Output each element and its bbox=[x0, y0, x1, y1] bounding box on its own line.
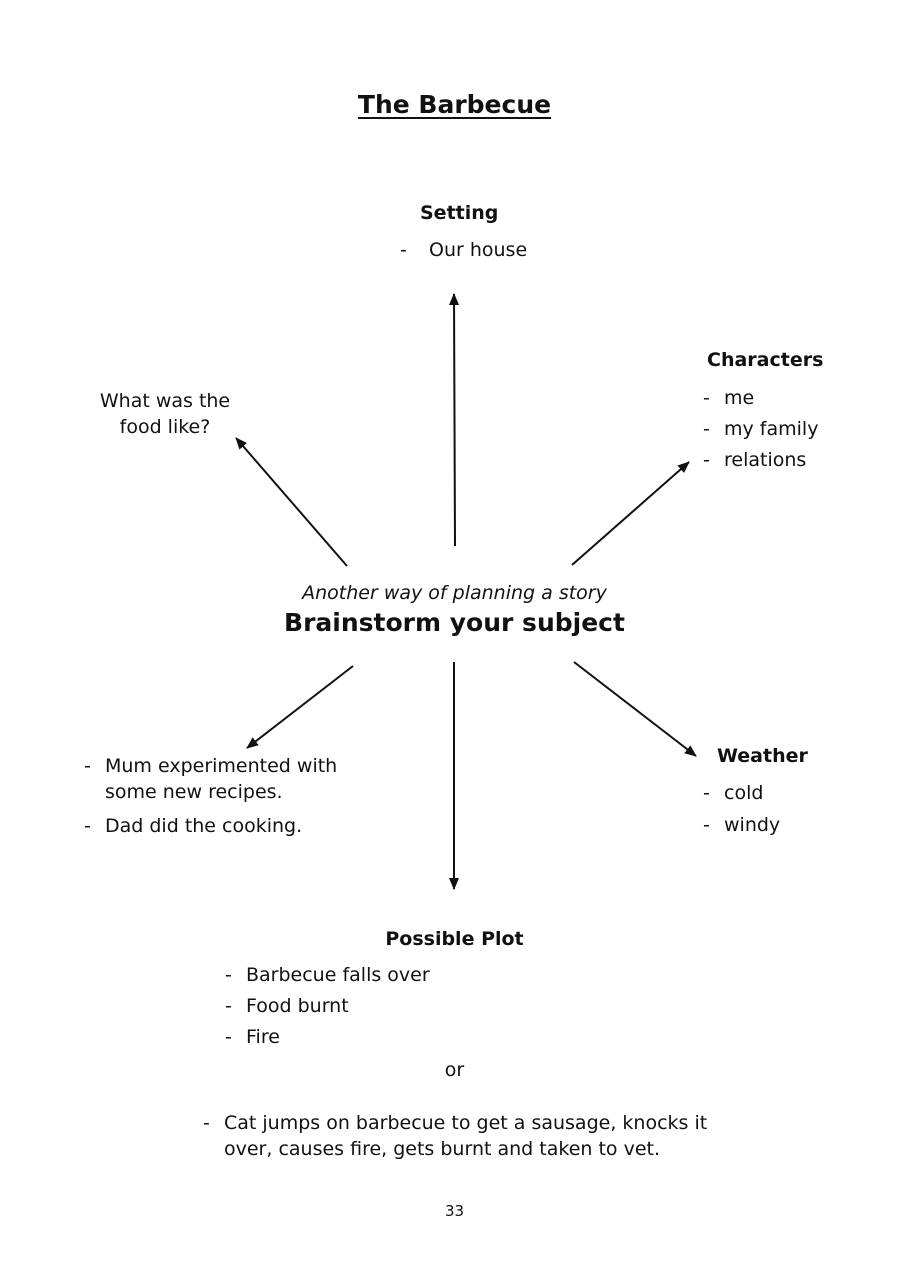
arrow-to-characters bbox=[571, 461, 690, 566]
food-item-line: some new recipes. bbox=[105, 781, 283, 803]
bullet-dash: - bbox=[703, 387, 710, 409]
characters-item-text: relations bbox=[724, 449, 807, 471]
plot-or-text: or bbox=[444, 1059, 465, 1081]
weather-heading: Weather bbox=[717, 745, 808, 767]
bullet-dash: - bbox=[203, 1112, 210, 1134]
bullet-dash: - bbox=[225, 964, 232, 986]
food-item-line: Dad did the cooking. bbox=[105, 815, 303, 837]
plot-alternative: -Cat jumps on barbecue to get a sausage,… bbox=[203, 1110, 707, 1162]
plot-item: -Fire bbox=[225, 1026, 280, 1048]
plot-alternative-line: over, causes fire, gets burnt and taken … bbox=[224, 1138, 660, 1160]
weather-item-text: windy bbox=[724, 814, 781, 836]
characters-item: -relations bbox=[703, 449, 806, 471]
plot-item-text: Barbecue falls over bbox=[246, 964, 430, 986]
food-question: What was the food like? bbox=[60, 388, 270, 440]
food-question-line: food like? bbox=[119, 416, 211, 438]
weather-item: -cold bbox=[703, 782, 763, 804]
bullet-dash: - bbox=[84, 755, 91, 777]
bullet-dash: - bbox=[225, 1026, 232, 1048]
bullet-dash: - bbox=[225, 995, 232, 1017]
food-question-line: What was the bbox=[99, 390, 231, 412]
food-item: -Dad did the cooking. bbox=[84, 815, 302, 837]
bullet-dash: - bbox=[703, 418, 710, 440]
characters-item-text: me bbox=[724, 387, 755, 409]
page-number: 33 bbox=[444, 1202, 465, 1220]
setting-item-text: Our house bbox=[429, 239, 528, 261]
plot-item: -Barbecue falls over bbox=[225, 964, 430, 986]
arrow-to-weather bbox=[573, 661, 697, 757]
center-subtitle: Another way of planning a story bbox=[302, 582, 607, 604]
setting-heading: Setting bbox=[420, 202, 499, 224]
arrow-to-food-details bbox=[246, 665, 354, 749]
characters-item: -me bbox=[703, 387, 754, 409]
food-item: -Mum experimented with some new recipes. bbox=[84, 753, 337, 805]
food-item-line: Mum experimented with bbox=[105, 755, 338, 777]
plot-item-text: Fire bbox=[246, 1026, 280, 1048]
center-heading: Brainstorm your subject bbox=[284, 608, 625, 637]
bullet-dash: - bbox=[703, 814, 710, 836]
arrow-to-food-question bbox=[235, 437, 348, 567]
setting-item: -Our house bbox=[400, 239, 527, 261]
characters-item-text: my family bbox=[724, 418, 819, 440]
weather-item: -windy bbox=[703, 814, 780, 836]
plot-item: -Food burnt bbox=[225, 995, 349, 1017]
bullet-dash: - bbox=[400, 239, 407, 261]
characters-heading: Characters bbox=[707, 349, 824, 371]
plot-alternative-line: Cat jumps on barbecue to get a sausage, … bbox=[224, 1112, 708, 1134]
arrow-to-setting bbox=[449, 293, 460, 547]
weather-item-text: cold bbox=[724, 782, 764, 804]
bullet-dash: - bbox=[84, 815, 91, 837]
bullet-dash: - bbox=[703, 782, 710, 804]
plot-item-text: Food burnt bbox=[246, 995, 349, 1017]
characters-item: -my family bbox=[703, 418, 818, 440]
page-title: The Barbecue bbox=[357, 90, 552, 119]
plot-heading: Possible Plot bbox=[385, 928, 524, 950]
bullet-dash: - bbox=[703, 449, 710, 471]
